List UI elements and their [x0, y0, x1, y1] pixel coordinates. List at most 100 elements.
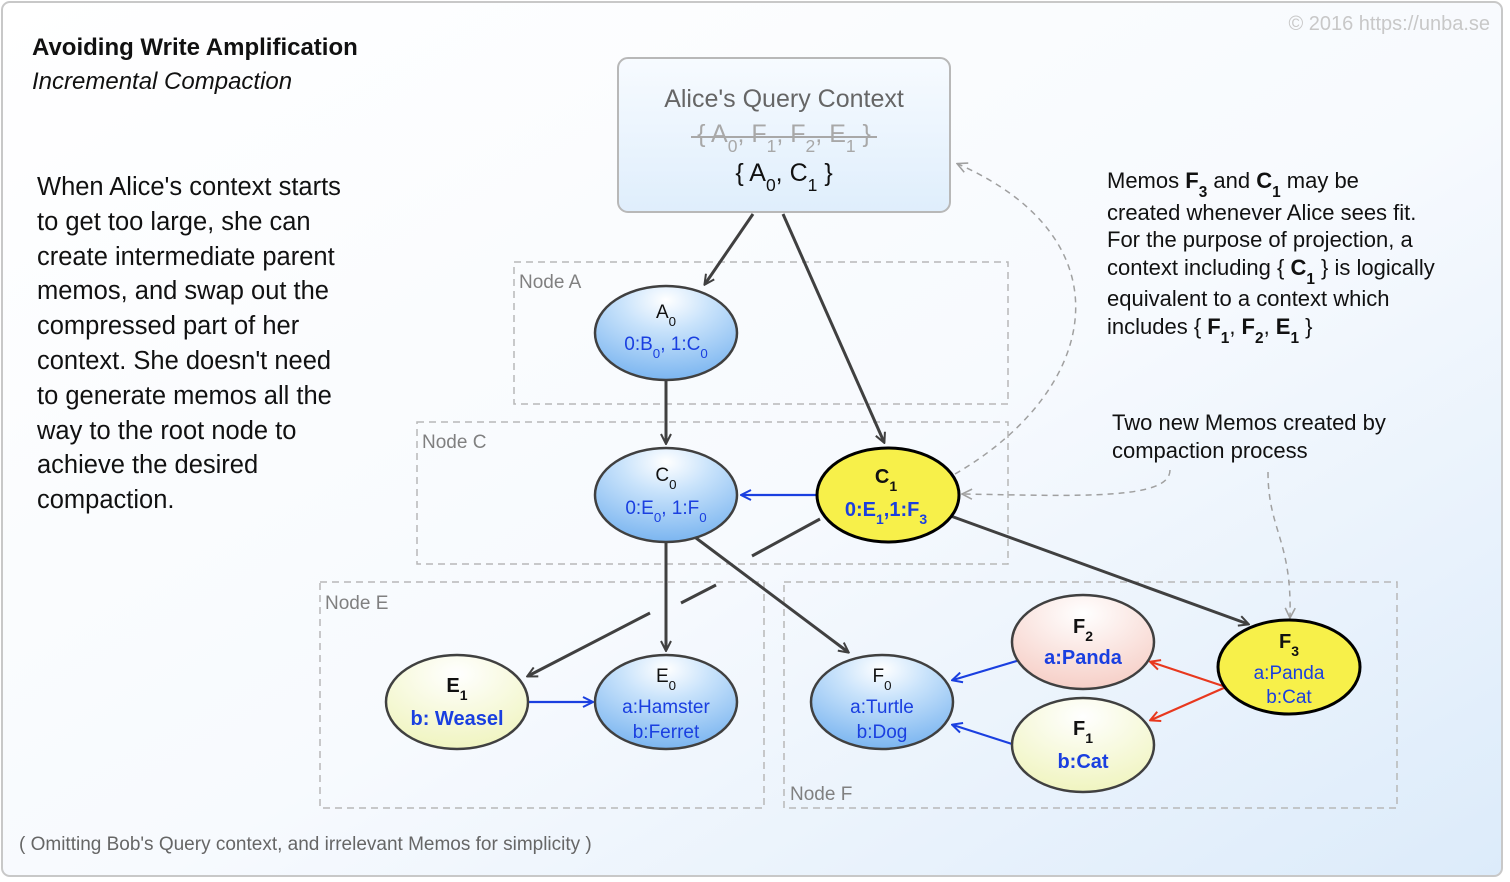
memo-a0: A0​ 0:B0​, 1:C0​ — [593, 284, 739, 382]
query-context-title: Alice's Query Context — [664, 85, 904, 113]
memo-note-line-5: equivalent to a context which — [1107, 286, 1390, 311]
old-set-item-base: A — [711, 120, 728, 148]
memo-e0-value-a: a:Hamster — [622, 697, 710, 718]
query-context-box: Alice's Query Context { A0​, F1​, F2​, E… — [617, 57, 951, 213]
edge-f1-to-f0 — [953, 725, 1013, 746]
memo-note-line-6: includes { F1​, F2​, E1​ } — [1107, 314, 1313, 347]
copyright-notice: © 2016 https://unba.se — [1288, 13, 1490, 35]
memo-f2: F2​ a:Panda — [1010, 593, 1156, 691]
new-memos-note-line-2: compaction process — [1112, 438, 1308, 463]
memo-f0-title-base: F — [872, 666, 884, 687]
memo-c0-title: C0​ — [655, 465, 676, 492]
memo-c1-pointers-base: 0:E — [845, 499, 876, 521]
memo-f3-title: F3​ — [1279, 631, 1299, 659]
memo-c0-title-base: C — [655, 465, 669, 486]
memo-c1-pointers-base: ,1:F — [884, 499, 920, 521]
memo-note-line-6-sub: 1 — [1290, 330, 1299, 347]
memo-c0-pointers-base: , 1:F — [661, 498, 699, 519]
memo-c1-title-sub: 1 — [889, 478, 897, 494]
new-set-item-base: A — [749, 159, 766, 187]
memo-c0-pointers-sub: 0 — [699, 510, 706, 525]
memo-c0-title-sub: 0 — [669, 477, 676, 492]
node-c-group — [416, 421, 1009, 565]
memo-c1-title-base: C — [875, 466, 889, 488]
memo-c1-pointers: 0:E1​,1:F3​ — [845, 499, 927, 527]
edge-f3-to-f1 — [1151, 685, 1227, 720]
memo-a0-pointers: 0:B0​, 1:C0​ — [624, 334, 707, 361]
memo-c0-pointers-sub: 0 — [654, 510, 661, 525]
edge-c1-to-f3 — [947, 513, 1248, 624]
memo-note-line-6-base: F — [1207, 314, 1220, 339]
memo-f1: F1​ b:Cat — [1010, 696, 1156, 794]
new-context-set: { A0​, C1​ } — [735, 159, 832, 195]
memo-a0-pointers-base: , 1:C — [660, 334, 700, 355]
node-f-group — [783, 581, 1398, 809]
memo-e1-title-sub: 1 — [460, 687, 468, 703]
explanation-line: to get too large, she can — [37, 207, 311, 236]
memo-f2-title-base: F — [1073, 616, 1085, 638]
memo-f3-value-b: b:Cat — [1266, 687, 1312, 708]
old-set-item-sub: 2 — [806, 136, 816, 156]
memo-f1-title-base: F — [1073, 718, 1085, 740]
explanation-paragraph: When Alice's context starts to get too la… — [37, 170, 341, 518]
memo-note-line-3: For the purpose of projection, a — [1107, 227, 1413, 252]
memo-e1-title-base: E — [446, 675, 459, 697]
memo-a0-pointers-sub: 0 — [700, 346, 707, 361]
new-set-item-base: C — [790, 159, 808, 187]
explanation-line: compaction. — [37, 486, 175, 515]
edge-c1-to-e1-part2 — [680, 583, 717, 605]
memo-c1-title: C1​ — [875, 466, 897, 494]
memo-f0: F0​ a:Turtle b:Dog — [809, 653, 955, 751]
memo-e0-title-base: E — [656, 666, 669, 687]
memo-e0-value-b: b:Ferret — [633, 722, 700, 743]
memo-note-line-6-base: E — [1276, 314, 1291, 339]
memo-f3: F3​ a:Panda b:Cat — [1216, 618, 1362, 716]
explanation-line: way to the root node to — [37, 416, 297, 445]
memo-f3-title-base: F — [1279, 631, 1291, 653]
memo-c0-pointers-base: 0:E — [625, 498, 654, 519]
memo-e1: E1​ b: Weasel — [384, 653, 530, 751]
memo-e1-title: E1​ — [446, 675, 467, 703]
memo-e0-title: E0​ — [656, 666, 676, 693]
memo-f0-title: F0​ — [872, 666, 891, 693]
memo-a0-title: A0​ — [656, 302, 676, 329]
memo-a0-pointers-sub: 0 — [653, 346, 660, 361]
memo-note-line-4-sub: 1 — [1306, 271, 1315, 288]
memo-f1-title-sub: 1 — [1085, 730, 1093, 746]
memo-f0-value-a: a:Turtle — [850, 697, 914, 718]
memo-note-line-1-base: C — [1256, 168, 1272, 193]
diagram-subtitle: Incremental Compaction — [32, 68, 292, 95]
explanation-line: memos, and swap out the — [37, 277, 329, 306]
edge-f3-to-f2 — [1151, 662, 1227, 689]
memo-note-line-1-sub: 3 — [1199, 184, 1208, 201]
node-c-label: Node C — [422, 432, 486, 453]
memo-note-line-2: created whenever Alice sees fit. — [1107, 200, 1416, 225]
memo-f0-title-sub: 0 — [884, 678, 891, 693]
memo-note-line-6-base: F — [1242, 314, 1255, 339]
memo-c0: C0​ 0:E0​, 1:F0​ — [593, 446, 739, 544]
node-a-group — [513, 261, 1009, 405]
memo-e0-title-sub: 0 — [669, 678, 676, 693]
footer-note: ( Omitting Bob's Query context, and irre… — [19, 834, 592, 855]
c1-to-context-dashed-arrow — [954, 164, 1077, 475]
memo-explanation-note: Memos F3​ and C1​ may be created wheneve… — [1107, 168, 1435, 347]
memo-note-line-6-sub: 2 — [1255, 330, 1264, 347]
memo-note-line-1-base: F — [1185, 168, 1198, 193]
edge-context-to-c1 — [781, 213, 884, 442]
explanation-line: to generate memos all the — [37, 381, 332, 410]
memo-c1-pointers-sub: 1 — [876, 511, 884, 527]
explanation-line: When Alice's context starts — [37, 173, 341, 201]
memo-a0-title-base: A — [656, 302, 669, 323]
memo-note-line-4-base: C — [1290, 255, 1306, 280]
memo-note-line-1-sub: 1 — [1272, 184, 1281, 201]
memo-e0: E0​ a:Hamster b:Ferret — [593, 653, 739, 751]
memo-f1-value: b:Cat — [1057, 751, 1108, 773]
old-set-item-base: E — [829, 120, 846, 148]
edge-context-to-a0 — [705, 213, 755, 284]
node-e-label: Node E — [325, 593, 388, 614]
memo-f2-title: F2​ — [1073, 616, 1093, 644]
memo-f3-value-a: a:Panda — [1254, 663, 1325, 684]
memo-c0-pointers: 0:E0​, 1:F0​ — [625, 498, 706, 525]
edge-f2-to-f0 — [953, 658, 1021, 680]
edge-c1-to-e1-part3 — [528, 611, 651, 676]
